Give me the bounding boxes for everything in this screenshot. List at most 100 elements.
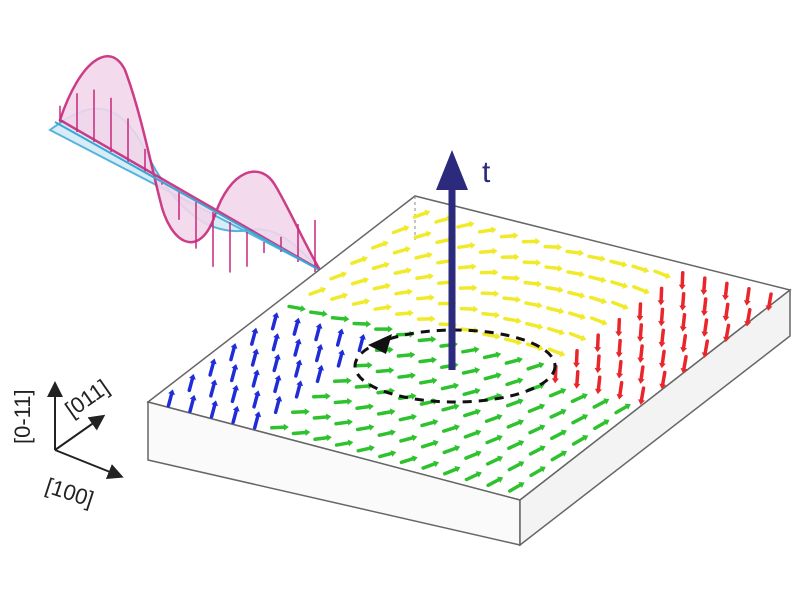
spin-arrow bbox=[548, 387, 567, 398]
spin-arrow bbox=[420, 418, 439, 428]
spin-arrow bbox=[329, 271, 348, 281]
spin-arrow bbox=[522, 259, 542, 267]
spin-arrow bbox=[573, 370, 581, 389]
crystal-slab bbox=[146, 195, 792, 547]
spin-arrow bbox=[565, 249, 585, 257]
spin-arrow bbox=[680, 355, 688, 374]
spin-arrow bbox=[525, 342, 544, 352]
spin-arrow bbox=[637, 365, 645, 384]
spin-arrow bbox=[505, 398, 524, 408]
spin-arrow bbox=[482, 351, 502, 360]
spin-arrow bbox=[230, 384, 239, 404]
spin-arrow bbox=[571, 414, 589, 425]
spin-arrow bbox=[615, 338, 623, 358]
spin-arrow bbox=[291, 428, 311, 436]
spin-arrow bbox=[568, 331, 587, 342]
light-wave bbox=[48, 55, 331, 277]
spin-arrow bbox=[353, 361, 373, 369]
spin-arrow bbox=[209, 379, 218, 398]
spin-arrow bbox=[421, 460, 440, 470]
spin-arrow bbox=[391, 225, 410, 235]
spin-arrow bbox=[315, 344, 324, 363]
spin-arrow bbox=[440, 382, 460, 391]
spin-arrow bbox=[376, 408, 396, 416]
spin-arrow bbox=[477, 226, 497, 234]
spin-arrow bbox=[502, 295, 522, 303]
spin-arrow bbox=[457, 242, 476, 250]
time-arrow-label: t bbox=[482, 156, 491, 189]
spin-arrow bbox=[209, 400, 219, 419]
spin-arrow bbox=[398, 413, 417, 422]
spin-arrow bbox=[458, 284, 478, 292]
spin-arrow bbox=[588, 275, 607, 284]
spin-arrow bbox=[485, 455, 504, 466]
spin-arrow bbox=[659, 370, 667, 390]
spin-arrow bbox=[483, 372, 502, 381]
spin-arrow bbox=[543, 243, 563, 251]
spin-arrow bbox=[589, 316, 608, 326]
spin-arrow bbox=[636, 302, 644, 321]
spin-arrow bbox=[570, 393, 588, 404]
spin-arrow bbox=[208, 358, 217, 377]
spin-arrow bbox=[611, 300, 629, 311]
spin-arrow bbox=[658, 307, 666, 327]
spin-arrow bbox=[332, 377, 352, 385]
spin-arrow bbox=[722, 302, 730, 322]
spin-arrow bbox=[308, 286, 327, 296]
spin-arrow bbox=[330, 315, 350, 323]
spin-arrow bbox=[550, 429, 567, 441]
spin-arrow bbox=[593, 419, 610, 431]
spin-arrow bbox=[393, 267, 412, 276]
spin-arrow bbox=[678, 271, 686, 290]
spin-arrow bbox=[480, 290, 500, 298]
spin-arrow bbox=[499, 232, 519, 240]
spin-arrow bbox=[638, 386, 646, 405]
spin-arrow bbox=[373, 303, 392, 311]
spin-arrow bbox=[700, 297, 708, 316]
spin-arrow bbox=[567, 290, 586, 299]
spin-arrow bbox=[396, 351, 416, 359]
spin-arrow bbox=[637, 344, 645, 363]
spin-arrow bbox=[614, 403, 631, 415]
spin-arrow bbox=[592, 398, 610, 409]
spin-arrow bbox=[462, 387, 481, 397]
spin-arrow bbox=[486, 476, 504, 488]
spin-arrow bbox=[250, 348, 260, 367]
spin-arrow bbox=[442, 445, 461, 455]
spin-arrow bbox=[587, 254, 606, 262]
spin-arrow bbox=[461, 346, 480, 354]
spin-arrow bbox=[441, 403, 460, 412]
electric-field-wave-vertical bbox=[58, 55, 324, 274]
spin-arrow bbox=[549, 408, 567, 419]
spin-arrow bbox=[334, 439, 354, 447]
spin-arrow bbox=[370, 240, 389, 250]
spin-arrow bbox=[355, 403, 374, 411]
spin-arrow bbox=[525, 321, 544, 330]
axis-label-100: [100] bbox=[42, 473, 96, 512]
spin-arrow bbox=[653, 269, 671, 279]
spin-arrow bbox=[229, 343, 238, 362]
spin-arrow bbox=[292, 317, 301, 336]
spin-arrow bbox=[374, 325, 393, 333]
spin-arrow bbox=[544, 264, 564, 272]
spin-arrow bbox=[187, 373, 196, 393]
spin-arrow bbox=[528, 445, 546, 456]
spin-arrow bbox=[482, 332, 501, 340]
spin-arrow bbox=[392, 246, 411, 255]
spin-arrow bbox=[188, 394, 197, 414]
spin-arrow bbox=[550, 450, 568, 462]
slab-right-face bbox=[519, 288, 791, 547]
spin-arrow bbox=[166, 389, 175, 408]
spin-arrow bbox=[371, 261, 390, 271]
spin-arrow bbox=[459, 305, 479, 313]
spin-arrow bbox=[545, 285, 564, 294]
axis-label-0-11: [0-11] bbox=[10, 389, 35, 444]
spin-arrow bbox=[616, 380, 624, 400]
spin-arrow bbox=[231, 405, 240, 425]
time-arrow: t bbox=[436, 150, 491, 370]
spin-arrow bbox=[395, 309, 414, 317]
spin-arrow bbox=[420, 439, 439, 449]
spin-arrow bbox=[287, 304, 306, 312]
spin-arrow bbox=[616, 359, 624, 379]
vortex-direction-arrowhead bbox=[368, 334, 392, 354]
